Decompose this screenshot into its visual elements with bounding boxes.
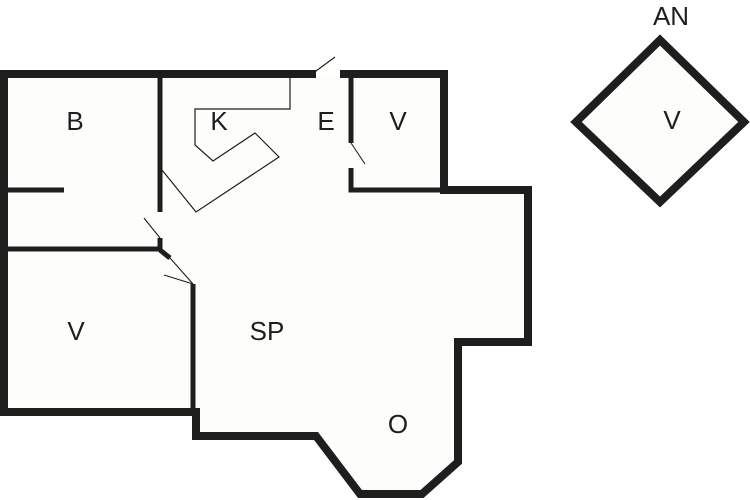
door-bathroom[interactable] [143,217,161,239]
exterior-wall-top-right [192,70,532,498]
room-label-sp: SP [250,316,285,346]
annex-title: AN [653,1,689,31]
door-bedroom[interactable] [163,274,194,285]
partition-wall-angled [158,248,172,260]
door-bedroom-frame [169,257,194,285]
door-entry[interactable] [311,56,336,75]
room-label-k: K [210,106,228,136]
main-floor [4,74,528,495]
room-label-e: E [317,106,334,136]
room-label-v-left: V [67,316,85,346]
room-label-b: B [66,106,83,136]
exterior-wall [0,70,316,416]
storage-wall-lower [348,168,444,193]
room-label-v-storage: V [389,106,407,136]
annex-room-label: V [663,105,681,135]
annex-wall [570,34,750,208]
annex-floor [576,40,744,202]
kitchen-counter [161,76,291,213]
room-label-o: O [388,409,408,439]
door-storage[interactable] [350,142,366,165]
